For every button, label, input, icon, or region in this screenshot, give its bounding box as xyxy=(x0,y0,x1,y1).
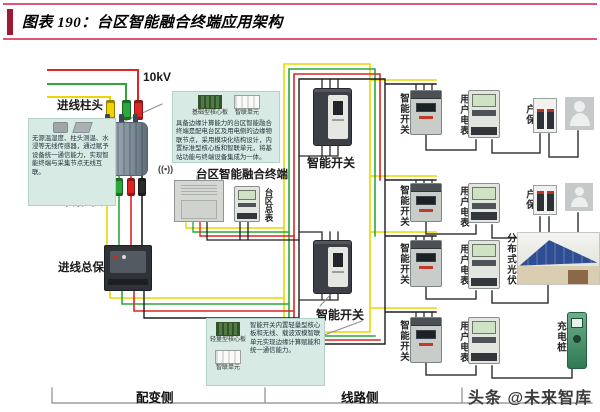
footer-transformer-side: 配变侧 xyxy=(136,391,174,405)
row2-smart-switch xyxy=(410,183,442,222)
smart-unit-caption: 智联单元 xyxy=(216,364,241,371)
row3-pv-house xyxy=(517,232,600,285)
mccb-display xyxy=(333,253,343,267)
meter-lcd xyxy=(238,190,256,200)
station-meter-label: 台区总表 xyxy=(264,188,274,222)
fuse-green-out xyxy=(115,178,123,196)
voltage-label: 10kV xyxy=(143,70,172,84)
row4-smart-switch xyxy=(410,317,442,363)
switch-note: 轻量型核心板 智联单元 智能开关内置轻量型核心板和无线、载波双模智联单元实现边缘… xyxy=(206,318,325,386)
incoming-post-label: 进线柱头 xyxy=(57,100,103,112)
row2-end-label: 户保 xyxy=(524,189,535,210)
fuse-red-in xyxy=(134,100,143,120)
laptop-icon xyxy=(72,122,93,133)
row4-meter-label: 用户电表 xyxy=(458,321,469,363)
sensor-note: 无源温湿度、柱头测温、水浸等无线传感器，通过赋予设备统一通信能力，实现智能终端与… xyxy=(28,118,116,206)
fuse-green-in xyxy=(122,100,131,120)
mccb-face xyxy=(328,247,348,287)
core-board-caption: 基础型核心板 xyxy=(191,110,228,116)
title-accent-bar xyxy=(7,9,13,35)
switch-note-text: 智能开关内置轻量型核心板和无线、载波双模智联单元实现边缘计算赋能和统一通信能力。 xyxy=(250,322,321,355)
row2-switch-label: 智能开关 xyxy=(398,185,409,227)
station-meter-device xyxy=(234,186,260,222)
row1-smart-switch xyxy=(410,90,442,135)
row3-user-meter xyxy=(468,240,500,289)
fusion-terminal-label: 台区智能融合终端 xyxy=(196,169,288,181)
row1-end-label: 户保 xyxy=(524,104,535,125)
row2-meter-label: 用户电表 xyxy=(458,186,469,228)
title-underline-rule xyxy=(3,38,597,40)
row1-house-breaker xyxy=(533,98,557,133)
figure-title: 图表 190：台区智能融合终端应用架构 xyxy=(22,15,283,31)
footer-line-side: 线路侧 xyxy=(341,391,379,405)
breaker-face xyxy=(110,251,146,273)
row4-user-meter xyxy=(468,317,500,364)
row4-end-label: 充电桩 xyxy=(555,321,566,353)
fusion-terminal-cabinet xyxy=(174,180,224,222)
terminal-note: 基础型核心板 智联单元 具备边缘计算能力的台区智能融合终端是配电台区及用电侧的边… xyxy=(172,91,280,163)
mccb-detail xyxy=(332,271,344,273)
wireless-signal-icon: ((▪)) xyxy=(158,164,174,174)
smart-switch-mccb-2 xyxy=(313,240,352,294)
row4-switch-label: 智能开关 xyxy=(398,320,409,362)
row1-user-avatar xyxy=(565,97,594,130)
row3-switch-label: 智能开关 xyxy=(398,243,409,285)
wireless-sensor-icon xyxy=(53,122,68,133)
smart-unit-icon xyxy=(215,349,241,364)
fuse-red-out xyxy=(127,178,135,196)
row1-meter-label: 用户电表 xyxy=(458,94,469,136)
row3-end-label: 分布式光伏 xyxy=(505,233,516,286)
row1-user-meter xyxy=(468,90,500,138)
sensor-note-text: 无源温湿度、柱头测温、水浸等无线传感器，通过赋予设备统一通信能力，实现智能终端与… xyxy=(32,135,109,176)
main-protection-breaker xyxy=(104,245,152,291)
watermark: 头条 @未来智库 xyxy=(468,390,593,407)
main-protection-label: 进线总保 xyxy=(58,262,104,274)
smart-switch-mccb-1 xyxy=(313,88,352,146)
smart-switch-2-label: 智能开关 xyxy=(316,308,365,322)
cabinet-vents xyxy=(181,185,217,197)
smart-unit-caption: 智联单元 xyxy=(234,110,259,116)
row2-user-meter xyxy=(468,183,500,223)
row2-house-breaker xyxy=(533,185,557,215)
core-board-icon xyxy=(197,95,222,109)
mccb-face xyxy=(328,95,348,139)
smart-unit-icon xyxy=(234,95,260,109)
mccb-display xyxy=(333,101,343,115)
row1-switch-label: 智能开关 xyxy=(398,93,409,135)
lite-core-board-caption: 轻量型核心板 xyxy=(210,337,247,343)
meter-band xyxy=(238,203,256,207)
mccb-detail xyxy=(332,119,344,121)
cabinet-door xyxy=(181,200,217,219)
meter-terminals xyxy=(237,213,257,219)
smart-switch-1-label: 智能开关 xyxy=(307,156,356,170)
row2-user-avatar xyxy=(565,183,593,211)
row3-smart-switch xyxy=(410,240,442,287)
top-rule xyxy=(3,3,597,5)
terminal-note-text: 具备边缘计算能力的台区智能融合终端是配电台区及用电侧的边缘物联节点，采用模块化结… xyxy=(176,119,272,161)
transformer-bushing xyxy=(133,114,138,123)
row4-charging-pile xyxy=(567,312,587,369)
lite-core-board-icon xyxy=(216,322,240,336)
fuse-black-out xyxy=(138,178,146,196)
row3-meter-label: 用户电表 xyxy=(458,244,469,286)
transformer-bushing xyxy=(119,114,124,123)
breaker-rail xyxy=(108,279,148,285)
